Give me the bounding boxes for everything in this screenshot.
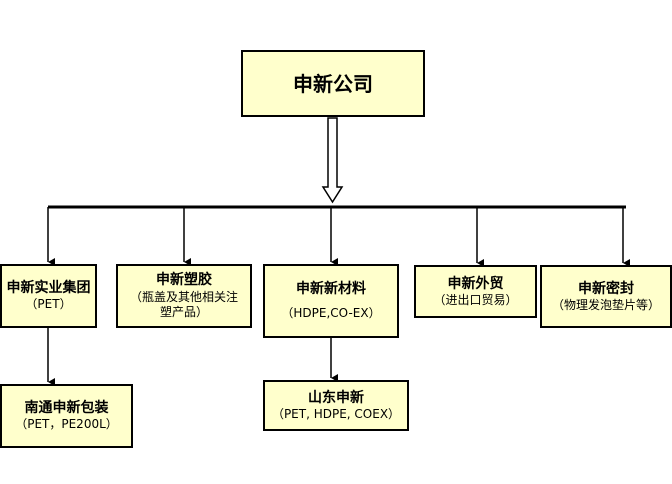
child-title: 山东申新: [308, 389, 364, 406]
child-subtitle: （PET, HDPE, COEX）: [271, 406, 401, 421]
subsidiary-subtitle: （PET）: [25, 297, 72, 312]
root-company-box: 申新公司: [241, 50, 425, 117]
subsidiary-box-shenxin-seal: 申新密封 （物理发泡垫片等）: [540, 265, 672, 328]
subsidiary-box-shenxin-trade: 申新外贸 （进出口贸易）: [414, 265, 537, 318]
subsidiary-box-shenxin-industrial: 申新实业集团 （PET）: [0, 264, 97, 328]
child-title: 南通申新包装: [24, 400, 109, 417]
subsidiary-title: 申新外贸: [447, 275, 504, 292]
subsidiary-subtitle: （HDPE,CO-EX）: [281, 306, 381, 321]
subsidiary-title: 申新塑胶: [156, 272, 212, 289]
child-box-shandong-shenxin: 山东申新 （PET, HDPE, COEX）: [263, 380, 409, 431]
child-subtitle: （PET，PE200L）: [15, 417, 118, 432]
subsidiary-subtitle: （瓶盖及其他相关注塑产品）: [129, 289, 238, 320]
subsidiary-subtitle: （进出口贸易）: [433, 292, 518, 307]
subsidiary-box-shenxin-new-materials: 申新新材料 （HDPE,CO-EX）: [263, 264, 399, 338]
subsidiary-subtitle: （物理发泡垫片等）: [551, 297, 660, 312]
subsidiary-title: 申新密封: [578, 280, 634, 297]
subsidiary-box-shenxin-plastic: 申新塑胶 （瓶盖及其他相关注塑产品）: [116, 264, 252, 328]
root-company-title: 申新公司: [293, 71, 373, 96]
subsidiary-title: 申新实业集团: [6, 280, 91, 297]
hollow-down-arrow: [321, 117, 344, 204]
child-box-nantong-packaging: 南通申新包装 （PET，PE200L）: [0, 384, 133, 448]
subsidiary-title: 申新新材料: [296, 281, 366, 298]
